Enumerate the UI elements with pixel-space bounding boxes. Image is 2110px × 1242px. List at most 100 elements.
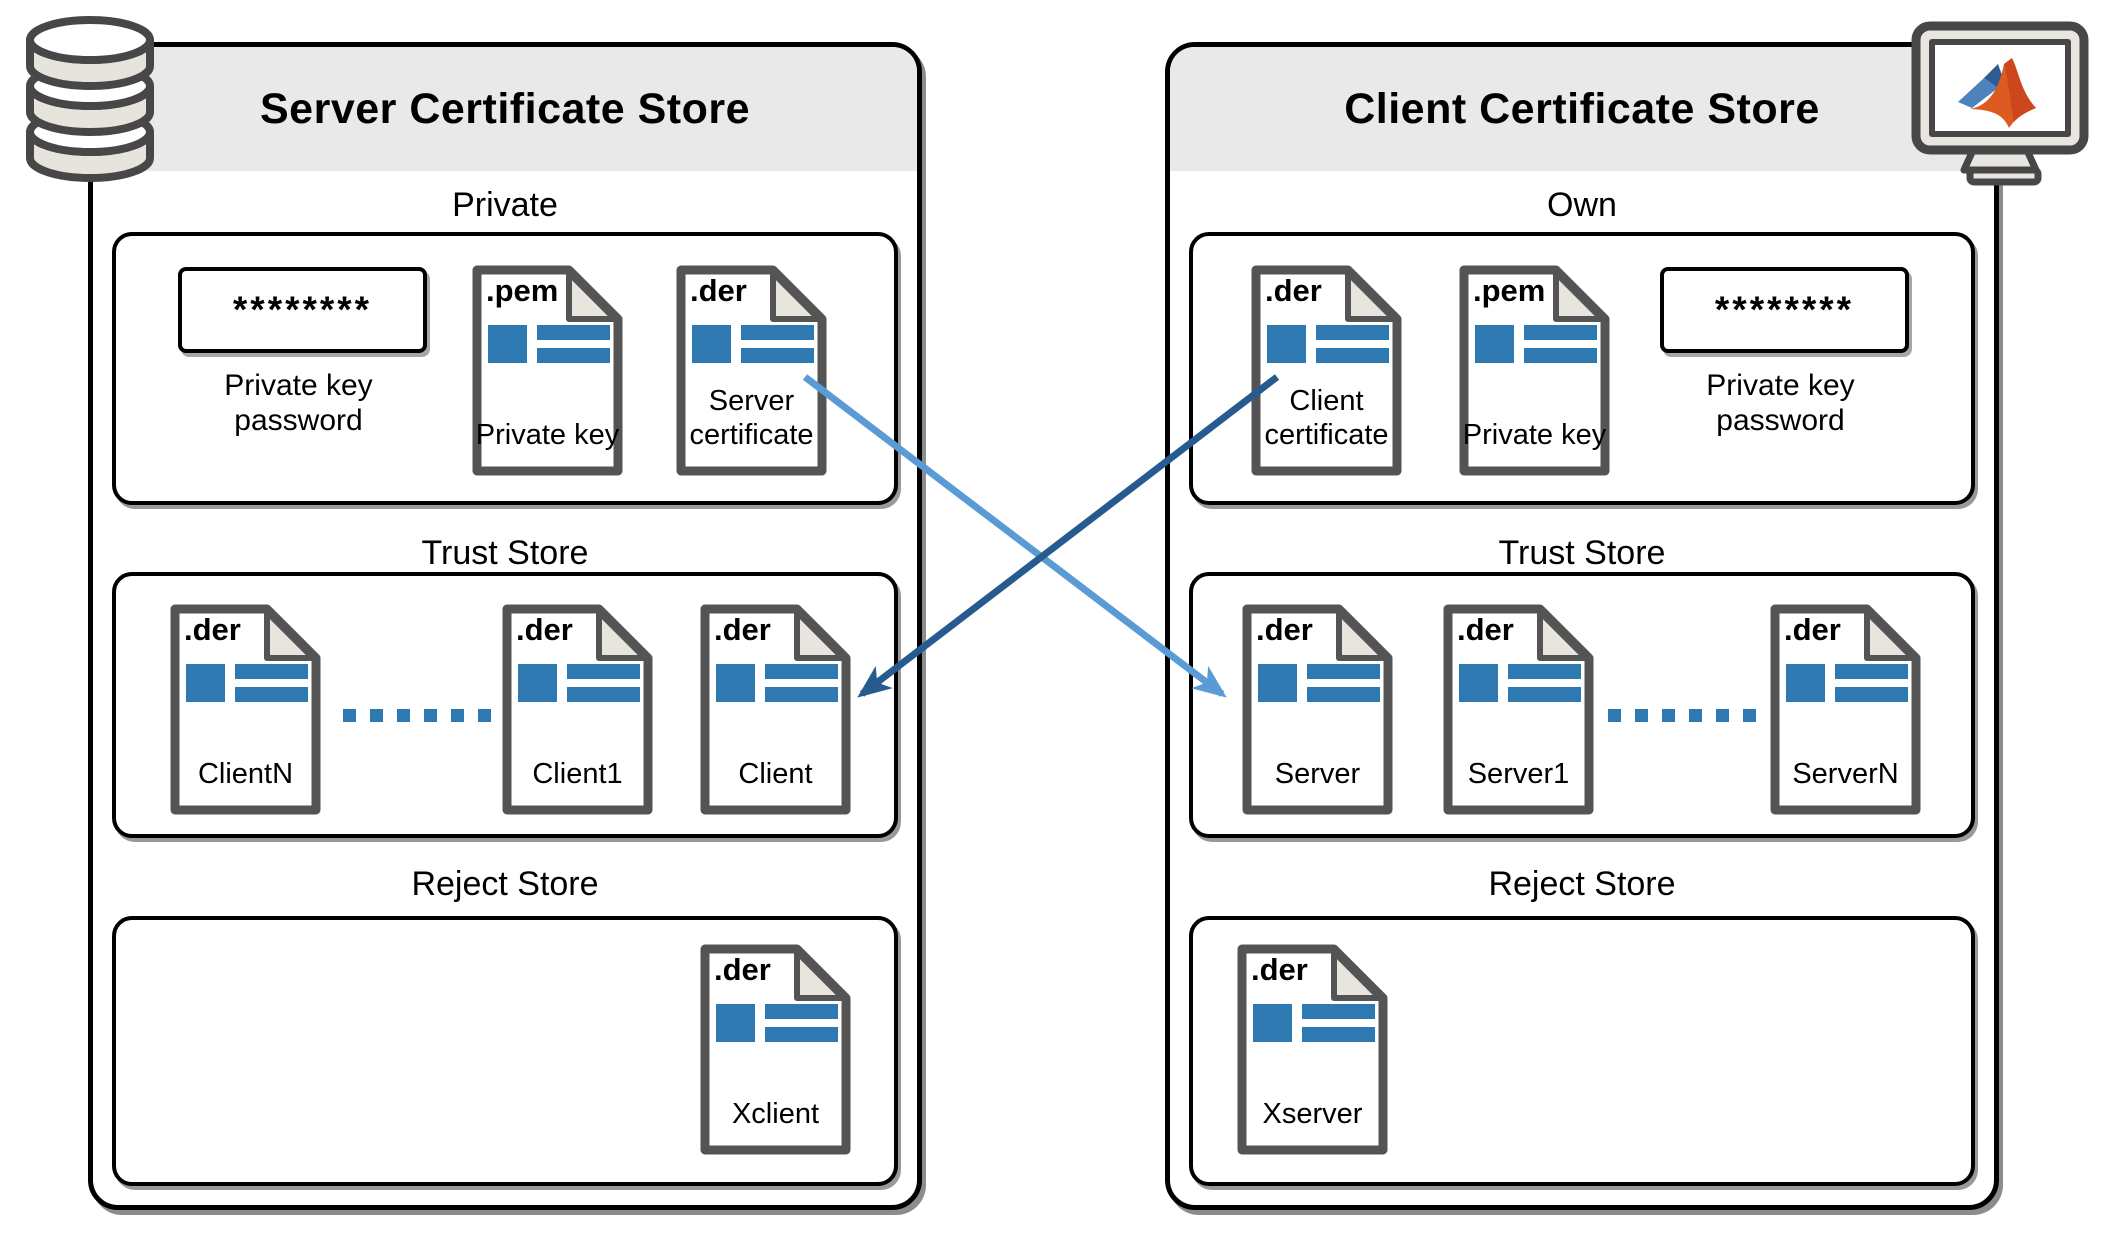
file-icon-client: .der Client	[698, 602, 853, 817]
certificate-glyph-line	[537, 325, 610, 340]
file-extension: .der	[516, 612, 573, 647]
file-extension: .pem	[1473, 273, 1546, 308]
document-page-shape	[1443, 604, 1594, 815]
client-reject-store-box: .der Xserver	[1189, 916, 1975, 1186]
certificate-glyph-line	[1524, 325, 1597, 340]
file-extension: .der	[1457, 612, 1514, 647]
certificate-glyph-line	[1835, 664, 1908, 679]
server-private-key-password-field: ********	[178, 267, 427, 353]
monitor-base	[1966, 166, 2042, 186]
file-icon-clientN: .der ClientN	[168, 602, 323, 817]
server-reject-store-label: Reject Store	[411, 865, 599, 903]
certificate-glyph	[518, 664, 557, 702]
file-icon-xclient: .der Xclient	[698, 942, 853, 1157]
file-extension: .der	[184, 612, 241, 647]
file-icon-xserver: .der Xserver	[1235, 942, 1390, 1157]
document-page-shape	[502, 604, 653, 815]
certificate-glyph-line	[1524, 348, 1597, 363]
file-label: Server certificate	[689, 385, 814, 451]
certificate-glyph-line	[765, 687, 838, 702]
matlab-logo	[1958, 58, 2036, 128]
server-trust-store-label: Trust Store	[421, 534, 589, 572]
client-panel-header	[1170, 47, 1994, 171]
document-page-shape	[1459, 265, 1610, 476]
file-label: Xclient	[731, 1098, 820, 1130]
document-page-shape	[170, 604, 321, 815]
file-label: ServerN	[1792, 758, 1899, 790]
client-trust-store-box: .der Server .der Server1 .der	[1189, 572, 1975, 838]
file-icon-client-private-key: .pem Private key	[1457, 263, 1612, 478]
file-icon-server-certificate: .der Server certificate	[674, 263, 829, 478]
certificate-glyph-line	[765, 1027, 838, 1042]
certificate-glyph	[692, 325, 731, 363]
certificate-glyph-line	[1302, 1027, 1375, 1042]
certificate-glyph	[716, 664, 755, 702]
document-page-shape	[700, 944, 851, 1155]
server-reject-store-box: .der Xclient	[112, 916, 898, 1186]
certificate-glyph-line	[1307, 664, 1380, 679]
client-own-box: .der Client certificate .pem Private key…	[1189, 232, 1975, 505]
server-private-box: ******** Private key password .pem Priva…	[112, 232, 898, 505]
certificate-glyph	[1258, 664, 1297, 702]
file-icon-server-private-key: .pem Private key	[470, 263, 625, 478]
certificate-glyph-line	[1302, 1004, 1375, 1019]
client-certificate-store-panel: Client Certificate Store Own .der Client…	[1165, 42, 1999, 1210]
server-panel-title: Server Certificate Store	[260, 84, 750, 133]
file-icon-serverN: .der ServerN	[1768, 602, 1923, 817]
certificate-glyph-line	[537, 348, 610, 363]
file-extension: .der	[1265, 273, 1322, 308]
file-label: Client	[738, 758, 813, 790]
file-extension: .der	[1256, 612, 1313, 647]
file-label: Client1	[532, 758, 623, 790]
document-page-shape	[1242, 604, 1393, 815]
file-label: Client certificate	[1264, 385, 1389, 451]
certificate-glyph-line	[741, 325, 814, 340]
certificate-glyph-line	[235, 687, 308, 702]
file-extension: .pem	[486, 273, 559, 308]
certificate-glyph-line	[741, 348, 814, 363]
file-label: Server1	[1467, 758, 1570, 790]
client-panel-title: Client Certificate Store	[1344, 84, 1820, 133]
certificate-glyph	[1253, 1004, 1292, 1042]
file-icon-server: .der Server	[1240, 602, 1395, 817]
file-icon-client1: .der Client1	[500, 602, 655, 817]
file-label: Private key	[475, 419, 620, 451]
certificate-glyph	[1459, 664, 1498, 702]
certificate-glyph-line	[235, 664, 308, 679]
certificate-glyph-line	[567, 687, 640, 702]
database-icon	[26, 16, 154, 182]
certificate-glyph-line	[567, 664, 640, 679]
document-page-shape	[1251, 265, 1402, 476]
password-asterisks: ********	[232, 289, 373, 330]
document-page-shape	[472, 265, 623, 476]
client-own-section-label: Own	[1547, 186, 1617, 224]
certificate-glyph	[186, 664, 225, 702]
certificate-glyph	[1267, 325, 1306, 363]
certificate-glyph-line	[1508, 687, 1581, 702]
certificate-glyph-line	[1316, 325, 1389, 340]
server-panel-header	[93, 47, 917, 171]
certificate-glyph	[716, 1004, 755, 1042]
file-icon-client-certificate: .der Client certificate	[1249, 263, 1404, 478]
file-label: Server	[1274, 758, 1361, 790]
certificate-glyph-line	[1835, 687, 1908, 702]
file-label: Xserver	[1262, 1098, 1363, 1130]
document-page-shape	[1770, 604, 1921, 815]
document-page-shape	[1237, 944, 1388, 1155]
certificate-glyph-line	[1307, 687, 1380, 702]
file-extension: .der	[714, 612, 771, 647]
server-trust-store-box: .der ClientN .der Client1 .der	[112, 572, 898, 838]
certificate-glyph-line	[1316, 348, 1389, 363]
password-asterisks: ********	[1714, 289, 1855, 330]
certificate-glyph	[1475, 325, 1514, 363]
ellipsis-dots	[343, 709, 491, 722]
file-extension: .der	[690, 273, 747, 308]
client-private-key-password-field: ********	[1660, 267, 1909, 353]
server-private-section-label: Private	[452, 186, 558, 224]
file-extension: .der	[714, 952, 771, 987]
file-extension: .der	[1251, 952, 1308, 987]
server-certificate-store-panel: Server Certificate Store Private *******…	[88, 42, 922, 1210]
client-reject-store-label: Reject Store	[1488, 865, 1676, 903]
file-icon-server1: .der Server1	[1441, 602, 1596, 817]
certificate-glyph-line	[765, 664, 838, 679]
